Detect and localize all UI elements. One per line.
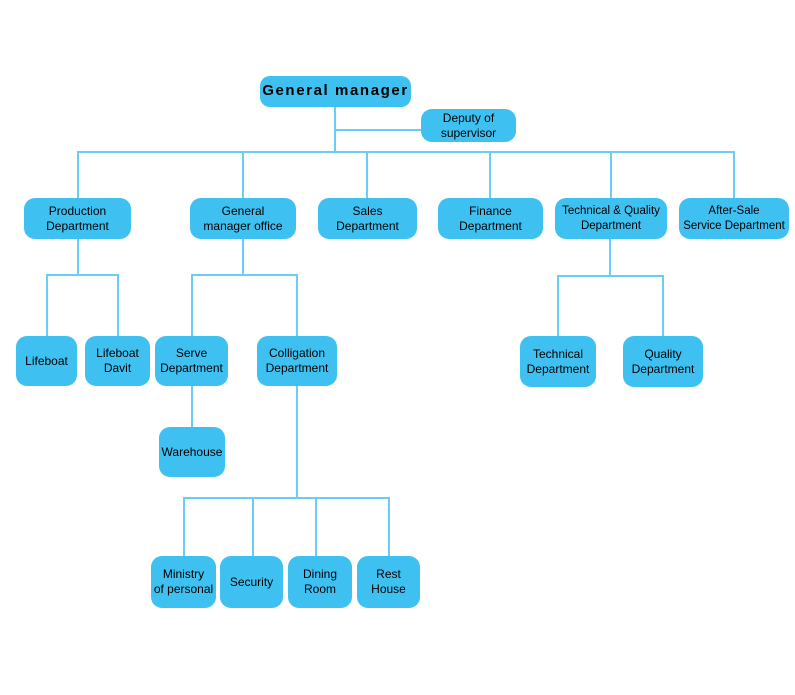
connector-riser-gm-office	[242, 151, 244, 199]
node-deputy-of-supervisor: Deputy of supervisor	[421, 109, 516, 142]
node-lifeboat-davit: Lifeboat Davit	[85, 336, 150, 386]
node-ministry-of-personal: Ministry of personal	[151, 556, 216, 608]
node-sales-department: Sales Department	[318, 198, 417, 239]
connector-riser-lifeboat	[46, 274, 48, 337]
connector-gm-office-stem	[242, 239, 244, 275]
connector-riser-technical-quality	[610, 151, 612, 199]
node-dining-room: Dining Room	[288, 556, 352, 608]
connector-riser-colligation	[296, 274, 298, 337]
node-general-manager-office: General manager office	[190, 198, 296, 239]
connector-production-stem	[77, 239, 79, 275]
node-serve-department: Serve Department	[155, 336, 228, 386]
node-rest-house: Rest House	[357, 556, 420, 608]
connector-technical-quality-rail	[557, 275, 664, 277]
connector-riser-ministry	[183, 497, 185, 557]
node-lifeboat: Lifeboat	[16, 336, 77, 386]
connector-riser-finance	[489, 151, 491, 199]
node-finance-department: Finance Department	[438, 198, 543, 239]
connector-riser-production	[77, 151, 79, 199]
node-technical-quality-department: Technical & Quality Department	[555, 198, 667, 239]
connector-bottom-rail	[183, 497, 390, 499]
connector-riser-serve	[191, 274, 193, 337]
connector-production-rail	[46, 274, 119, 276]
connector-riser-quality	[662, 275, 664, 337]
connector-technical-quality-stem	[609, 239, 611, 277]
connector-deputy-branch	[335, 129, 421, 131]
node-production-department: Production Department	[24, 198, 131, 239]
node-security: Security	[220, 556, 283, 608]
connector-riser-dining	[315, 497, 317, 557]
connector-gm-office-rail	[191, 274, 298, 276]
connector-riser-rest	[388, 497, 390, 557]
connector-main-rail	[77, 151, 735, 153]
node-technical-department: Technical Department	[520, 336, 596, 387]
connector-riser-after-sale	[733, 151, 735, 199]
node-quality-department: Quality Department	[623, 336, 703, 387]
node-after-sale-service-department: After-Sale Service Department	[679, 198, 789, 239]
connector-riser-technical	[557, 275, 559, 337]
connector-riser-sales	[366, 151, 368, 199]
connector-colligation-stem	[296, 385, 298, 498]
node-warehouse: Warehouse	[159, 427, 225, 477]
connector-riser-security	[252, 497, 254, 557]
node-colligation-department: Colligation Department	[257, 336, 337, 386]
node-general-manager: General manager	[260, 76, 411, 107]
connector-riser-lifeboat-davit	[117, 274, 119, 337]
connector-warehouse-stem	[191, 385, 193, 428]
